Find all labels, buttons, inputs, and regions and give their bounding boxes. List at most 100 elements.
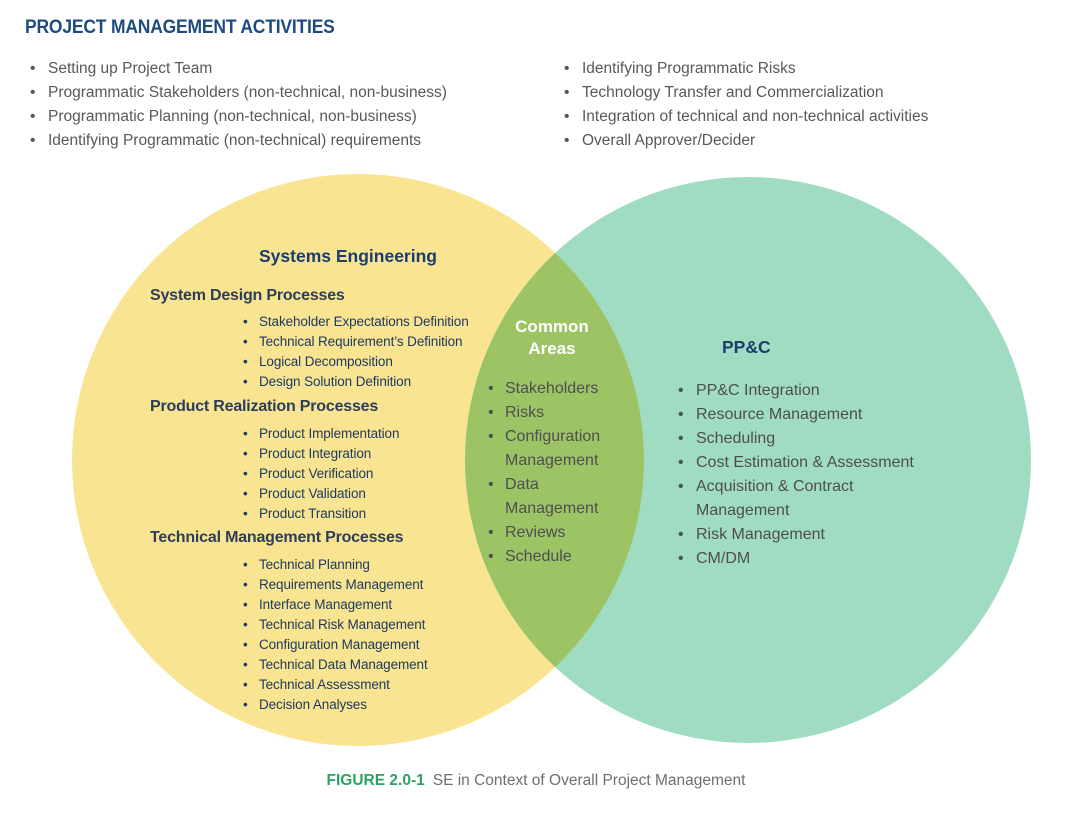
bullet-icon (243, 655, 259, 675)
list-item-label: Technical Assessment (259, 677, 390, 692)
list-item: Technical Data Management (243, 655, 518, 675)
project-activities-list-right: Identifying Programmatic Risks Technolog… (564, 57, 1064, 153)
list-item: Technical Risk Management (243, 615, 518, 635)
list-item-label: Product Implementation (259, 426, 400, 441)
list-item-label: Technical Planning (259, 557, 370, 572)
section-heading-technical-management: Technical Management Processes (150, 529, 404, 546)
list-item: Decision Analyses (243, 695, 518, 715)
list-item-label: Configuration Management (505, 428, 601, 469)
system-design-list: Stakeholder Expectations Definition Tech… (243, 312, 518, 392)
bullet-icon (243, 675, 259, 695)
list-item: Acquisition & Contract Management (678, 475, 940, 523)
list-item: CM/DM (678, 547, 940, 571)
list-item: Stakeholder Expectations Definition (243, 312, 518, 332)
list-item-label: Stakeholders (505, 380, 599, 397)
list-item-label: Scheduling (696, 430, 776, 447)
list-item-label: Stakeholder Expectations Definition (259, 314, 469, 329)
list-item-label: CM/DM (696, 550, 751, 567)
common-areas-overlap-lens (465, 252, 644, 668)
bullet-icon (243, 352, 259, 372)
common-areas-list: Stakeholders Risks Configuration Managem… (488, 377, 630, 569)
list-item-label: Integration of technical and non-technic… (582, 108, 929, 125)
ppc-title: PP&C (722, 337, 771, 357)
list-item: Configuration Management (488, 425, 630, 473)
list-item: Schedule (488, 545, 630, 569)
bullet-icon (243, 444, 259, 464)
bullet-icon (243, 595, 259, 615)
list-item: Resource Management (678, 403, 940, 427)
list-item-label: Setting up Project Team (48, 60, 213, 77)
list-item: Overall Approver/Decider (564, 129, 1064, 153)
section-heading-system-design: System Design Processes (150, 287, 345, 304)
list-item: PP&C Integration (678, 379, 940, 403)
list-item-label: Programmatic Planning (non-technical, no… (48, 108, 417, 125)
list-item: Product Implementation (243, 424, 518, 444)
bullet-icon (243, 372, 259, 392)
bullet-icon (243, 424, 259, 444)
bullet-icon (488, 521, 505, 545)
list-item: Data Management (488, 473, 630, 521)
list-item-label: Requirements Management (259, 577, 424, 592)
bullet-icon (243, 695, 259, 715)
list-item-label: Programmatic Stakeholders (non-technical… (48, 84, 447, 101)
list-item: Product Validation (243, 484, 518, 504)
bullet-icon (488, 377, 505, 401)
list-item-label: Cost Estimation & Assessment (696, 454, 914, 471)
list-item-label: Technical Requirement’s Definition (259, 334, 463, 349)
list-item: Technology Transfer and Commercializatio… (564, 81, 1064, 105)
list-item-label: PP&C Integration (696, 382, 820, 399)
list-item-label: Identifying Programmatic Risks (582, 60, 796, 77)
list-item: Product Verification (243, 464, 518, 484)
list-item-label: Resource Management (696, 406, 863, 423)
list-item: Reviews (488, 521, 630, 545)
product-realization-list: Product Implementation Product Integrati… (243, 424, 518, 524)
bullet-icon (678, 451, 696, 475)
list-item-label: Risk Management (696, 526, 825, 543)
list-item-label: Decision Analyses (259, 697, 367, 712)
bullet-icon (488, 473, 505, 497)
list-item: Technical Assessment (243, 675, 518, 695)
page-title: PROJECT MANAGEMENT ACTIVITIES (25, 17, 335, 38)
list-item-label: Identifying Programmatic (non-technical)… (48, 132, 422, 149)
list-item-label: Product Transition (259, 506, 367, 521)
bullet-icon (488, 545, 505, 569)
list-item-label: Configuration Management (259, 637, 420, 652)
systems-engineering-title: Systems Engineering (259, 246, 437, 266)
list-item-label: Technical Data Management (259, 657, 428, 672)
list-item-label: Overall Approver/Decider (582, 132, 756, 149)
list-item: Technical Requirement’s Definition (243, 332, 518, 352)
list-item: Programmatic Planning (non-technical, no… (30, 105, 545, 129)
ppc-list: PP&C Integration Resource Management Sch… (678, 379, 940, 571)
list-item: Stakeholders (488, 377, 630, 401)
list-item: Product Integration (243, 444, 518, 464)
figure-caption-label: FIGURE 2.0-1 (326, 772, 425, 789)
list-item: Setting up Project Team (30, 57, 545, 81)
bullet-icon (243, 635, 259, 655)
bullet-icon (678, 475, 696, 499)
list-item-label: Technical Risk Management (259, 617, 426, 632)
list-item-label: Reviews (505, 524, 566, 541)
list-item-label: Technology Transfer and Commercializatio… (582, 84, 884, 101)
bullet-icon (243, 332, 259, 352)
list-item: Scheduling (678, 427, 940, 451)
list-item: Interface Management (243, 595, 518, 615)
bullet-icon (488, 401, 505, 425)
common-areas-title: Common Areas (515, 317, 589, 358)
list-item: Cost Estimation & Assessment (678, 451, 940, 475)
bullet-icon (678, 427, 696, 451)
list-item-label: Schedule (505, 548, 572, 565)
bullet-icon (678, 523, 696, 547)
list-item-label: Interface Management (259, 597, 393, 612)
list-item-label: Design Solution Definition (259, 374, 411, 389)
list-item: Integration of technical and non-technic… (564, 105, 1064, 129)
list-item: Risks (488, 401, 630, 425)
bullet-icon (678, 379, 696, 403)
bullet-icon (243, 575, 259, 595)
list-item: Technical Planning (243, 555, 518, 575)
list-item: Identifying Programmatic Risks (564, 57, 1064, 81)
bullet-icon (243, 464, 259, 484)
list-item-label: Product Integration (259, 446, 372, 461)
